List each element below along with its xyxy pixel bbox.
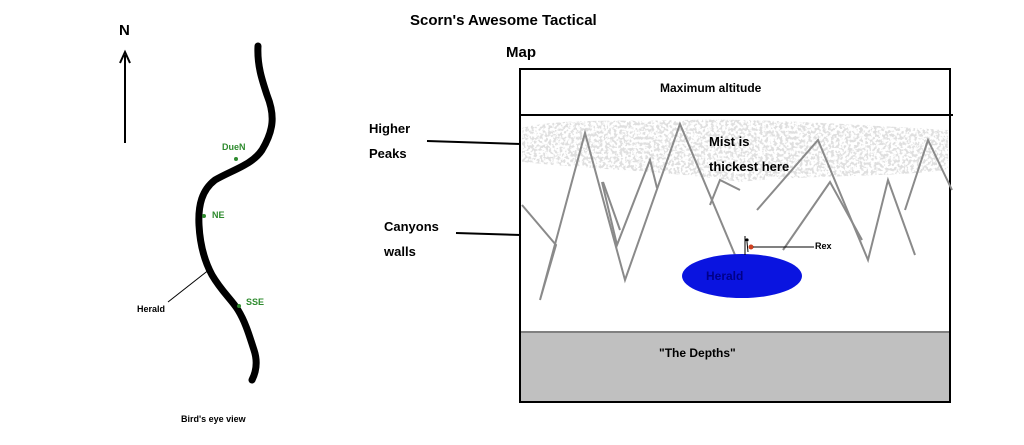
rex-figure-icon	[744, 236, 814, 255]
maximum-altitude-label: Maximum altitude	[660, 81, 762, 95]
herald-ellipse	[682, 254, 802, 298]
birdseye-herald-label: Herald	[137, 304, 166, 314]
rex-label: Rex	[815, 241, 832, 251]
herald-label: Herald	[706, 269, 744, 283]
north-arrow-icon	[119, 49, 131, 143]
point-duen-label: DueN	[222, 142, 246, 152]
north-label: N	[119, 22, 130, 39]
birdseye-caption: Bird's eye view	[181, 414, 246, 424]
canyon-walls-leader	[455, 232, 522, 236]
point-duen-marker	[234, 157, 238, 161]
point-sse-label: SSE	[246, 297, 265, 307]
herald-leader-line	[167, 268, 211, 303]
depths-label: "The Depths"	[659, 346, 736, 360]
point-ne-label: NE	[212, 210, 225, 220]
point-sse-marker	[237, 304, 241, 308]
point-ne-marker	[202, 214, 206, 218]
mist-layer	[522, 119, 948, 182]
page-title: Scorn's Awesome Tactical	[410, 12, 597, 29]
higher-peaks-label-line2: Peaks	[369, 146, 407, 161]
canyon-walls-label-line1: Canyons	[384, 219, 439, 234]
depths-band	[521, 332, 949, 401]
canyon-path	[195, 42, 276, 384]
higher-peaks-leader	[426, 140, 522, 145]
canyon-walls-label-line2: walls	[384, 244, 416, 259]
mist-label-line2: thickest here	[709, 159, 790, 174]
mountain-lines	[521, 121, 953, 301]
page-title-line2: Map	[506, 44, 536, 61]
mist-label-line1: Mist is	[709, 134, 750, 149]
higher-peaks-label-line1: Higher	[369, 121, 411, 136]
